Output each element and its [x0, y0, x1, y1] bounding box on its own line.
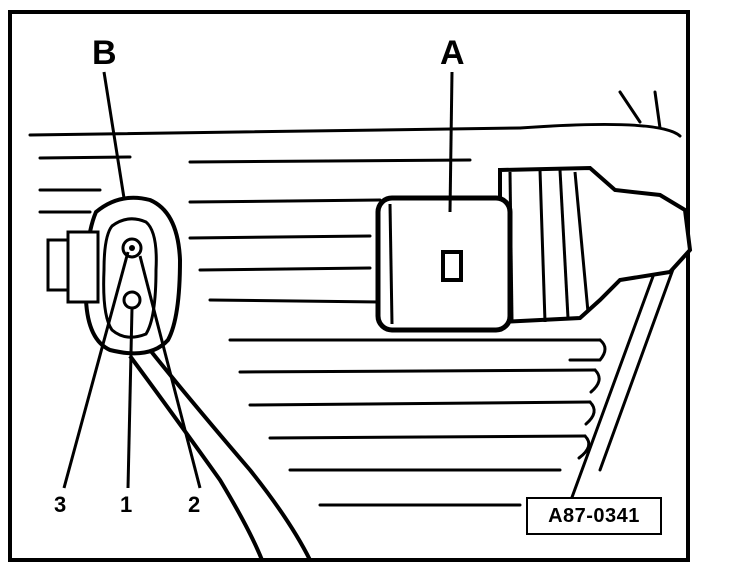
pin-label-1: 1 [120, 492, 133, 517]
background-fins [28, 90, 682, 532]
pin-hole-lower [122, 290, 142, 310]
latch-window [441, 250, 463, 282]
pin-label-3: 3 [54, 492, 67, 517]
reference-code-box: A87-0341 [526, 497, 662, 535]
callout-label-b: B [92, 34, 117, 72]
leader-lines [62, 71, 454, 489]
callout-label-a: A [440, 34, 465, 72]
reference-code: A87-0341 [548, 504, 640, 527]
pin-label-2: 2 [188, 492, 201, 517]
component-a-sensor [375, 165, 693, 333]
